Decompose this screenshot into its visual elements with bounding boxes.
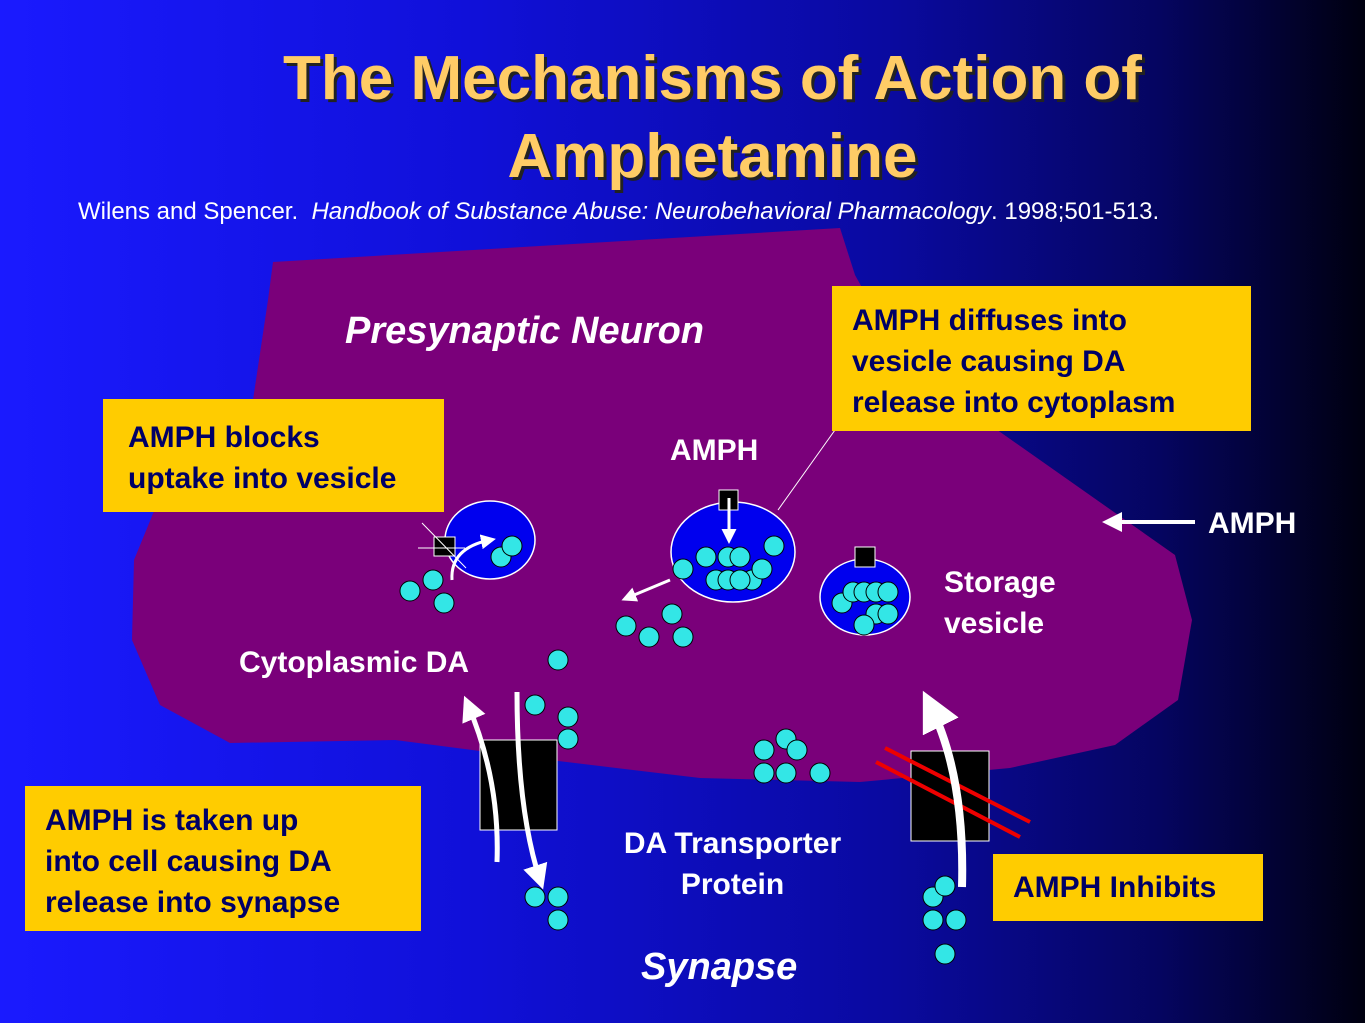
vmat-block-mark	[421, 522, 467, 569]
dopamine-molecule	[729, 546, 751, 568]
dopamine-molecule	[753, 739, 775, 761]
amph-uptake-arrow	[462, 695, 500, 863]
cytoplasmic-da-label: Cytoplasmic DA	[239, 646, 470, 679]
dopamine-molecules	[399, 535, 967, 965]
citation: Wilens and Spencer. Handbook of Substanc…	[78, 198, 1159, 226]
dopamine-molecule	[809, 762, 831, 784]
amph-label-right: AMPH	[1208, 507, 1297, 540]
dopamine-molecule	[763, 535, 785, 557]
storage-vesicle-label-line: vesicle	[944, 607, 1045, 640]
dopamine-molecule	[853, 614, 875, 636]
neuron-label: Presynaptic Neuron	[345, 310, 704, 352]
callout-blocks-uptake: AMPH blocks uptake into vesicle	[103, 399, 444, 512]
callout-line: AMPH Inhibits	[1013, 871, 1217, 904]
amph-label-top: AMPH	[670, 434, 759, 467]
callout-line: release into cytoplasm	[852, 386, 1176, 419]
presynaptic-neuron-shape	[132, 228, 1192, 782]
dopamine-molecule	[524, 694, 546, 716]
da-release-arrow	[621, 578, 671, 602]
dopamine-molecule	[786, 739, 808, 761]
dopamine-molecule	[672, 558, 694, 580]
callout-diffuses: AMPH diffuses into vesicle causing DA re…	[832, 286, 1251, 431]
citation-source: Handbook of Substance Abuse: Neurobehavi…	[311, 198, 992, 225]
dopamine-molecule	[661, 603, 683, 625]
dopamine-molecule	[501, 535, 523, 557]
dopamine-molecule	[672, 626, 694, 648]
dopamine-molecule	[751, 558, 773, 580]
blocked-uptake-arrow	[450, 534, 496, 581]
dopamine-molecule	[547, 649, 569, 671]
dopamine-molecule	[547, 909, 569, 931]
inhibition-line	[875, 760, 1021, 839]
dopamine-molecule	[945, 909, 967, 931]
callout-line: release into synapse	[45, 886, 341, 919]
callout-line: AMPH is taken up	[45, 804, 299, 837]
callout-inhibits: AMPH Inhibits	[993, 854, 1263, 921]
dopamine-molecule	[547, 886, 569, 908]
callout-taken-up: AMPH is taken up into cell causing DA re…	[25, 786, 421, 931]
citation-authors: Wilens and Spencer.	[78, 198, 299, 225]
dopamine-molecule	[557, 706, 579, 728]
dopamine-molecule	[422, 569, 444, 591]
callout-line: into cell causing DA	[45, 845, 332, 878]
callout-line: AMPH blocks	[128, 421, 320, 454]
callout-line: vesicle causing DA	[852, 345, 1126, 378]
transporter-label-line: DA Transporter	[623, 827, 842, 860]
dopamine-molecule	[877, 581, 899, 603]
dopamine-molecule	[695, 546, 717, 568]
dopamine-molecule	[729, 569, 751, 591]
dopamine-molecule	[399, 580, 421, 602]
synapse-label: Synapse	[641, 946, 798, 988]
callout-pointer	[777, 429, 836, 511]
dopamine-molecule	[557, 728, 579, 750]
dopamine-molecule	[638, 626, 660, 648]
callout-line: AMPH diffuses into	[852, 304, 1127, 337]
citation-details: . 1998;501-513.	[991, 198, 1160, 225]
dopamine-molecule	[877, 603, 899, 625]
storage-vesicle-label-line: Storage	[944, 566, 1056, 599]
dopamine-molecule	[922, 909, 944, 931]
dopamine-molecule	[753, 762, 775, 784]
dopamine-molecule	[615, 615, 637, 637]
da-efflux-arrow	[514, 691, 548, 890]
dopamine-molecule	[934, 943, 956, 965]
da-reuptake-arrow	[922, 690, 967, 888]
dopamine-molecule	[934, 875, 956, 897]
vmat-right	[854, 546, 876, 568]
page-title: The Mechanisms of Action of Amphetamine	[283, 44, 1142, 191]
storage-vesicle-label: Storage vesicle	[944, 562, 1056, 644]
dopamine-molecule	[775, 762, 797, 784]
transporter-label: DA Transporter Protein	[600, 823, 865, 905]
transporter-label-line: Protein	[680, 868, 785, 901]
callout-line: uptake into vesicle	[128, 462, 397, 495]
dopamine-molecule	[433, 592, 455, 614]
dopamine-molecule	[524, 886, 546, 908]
